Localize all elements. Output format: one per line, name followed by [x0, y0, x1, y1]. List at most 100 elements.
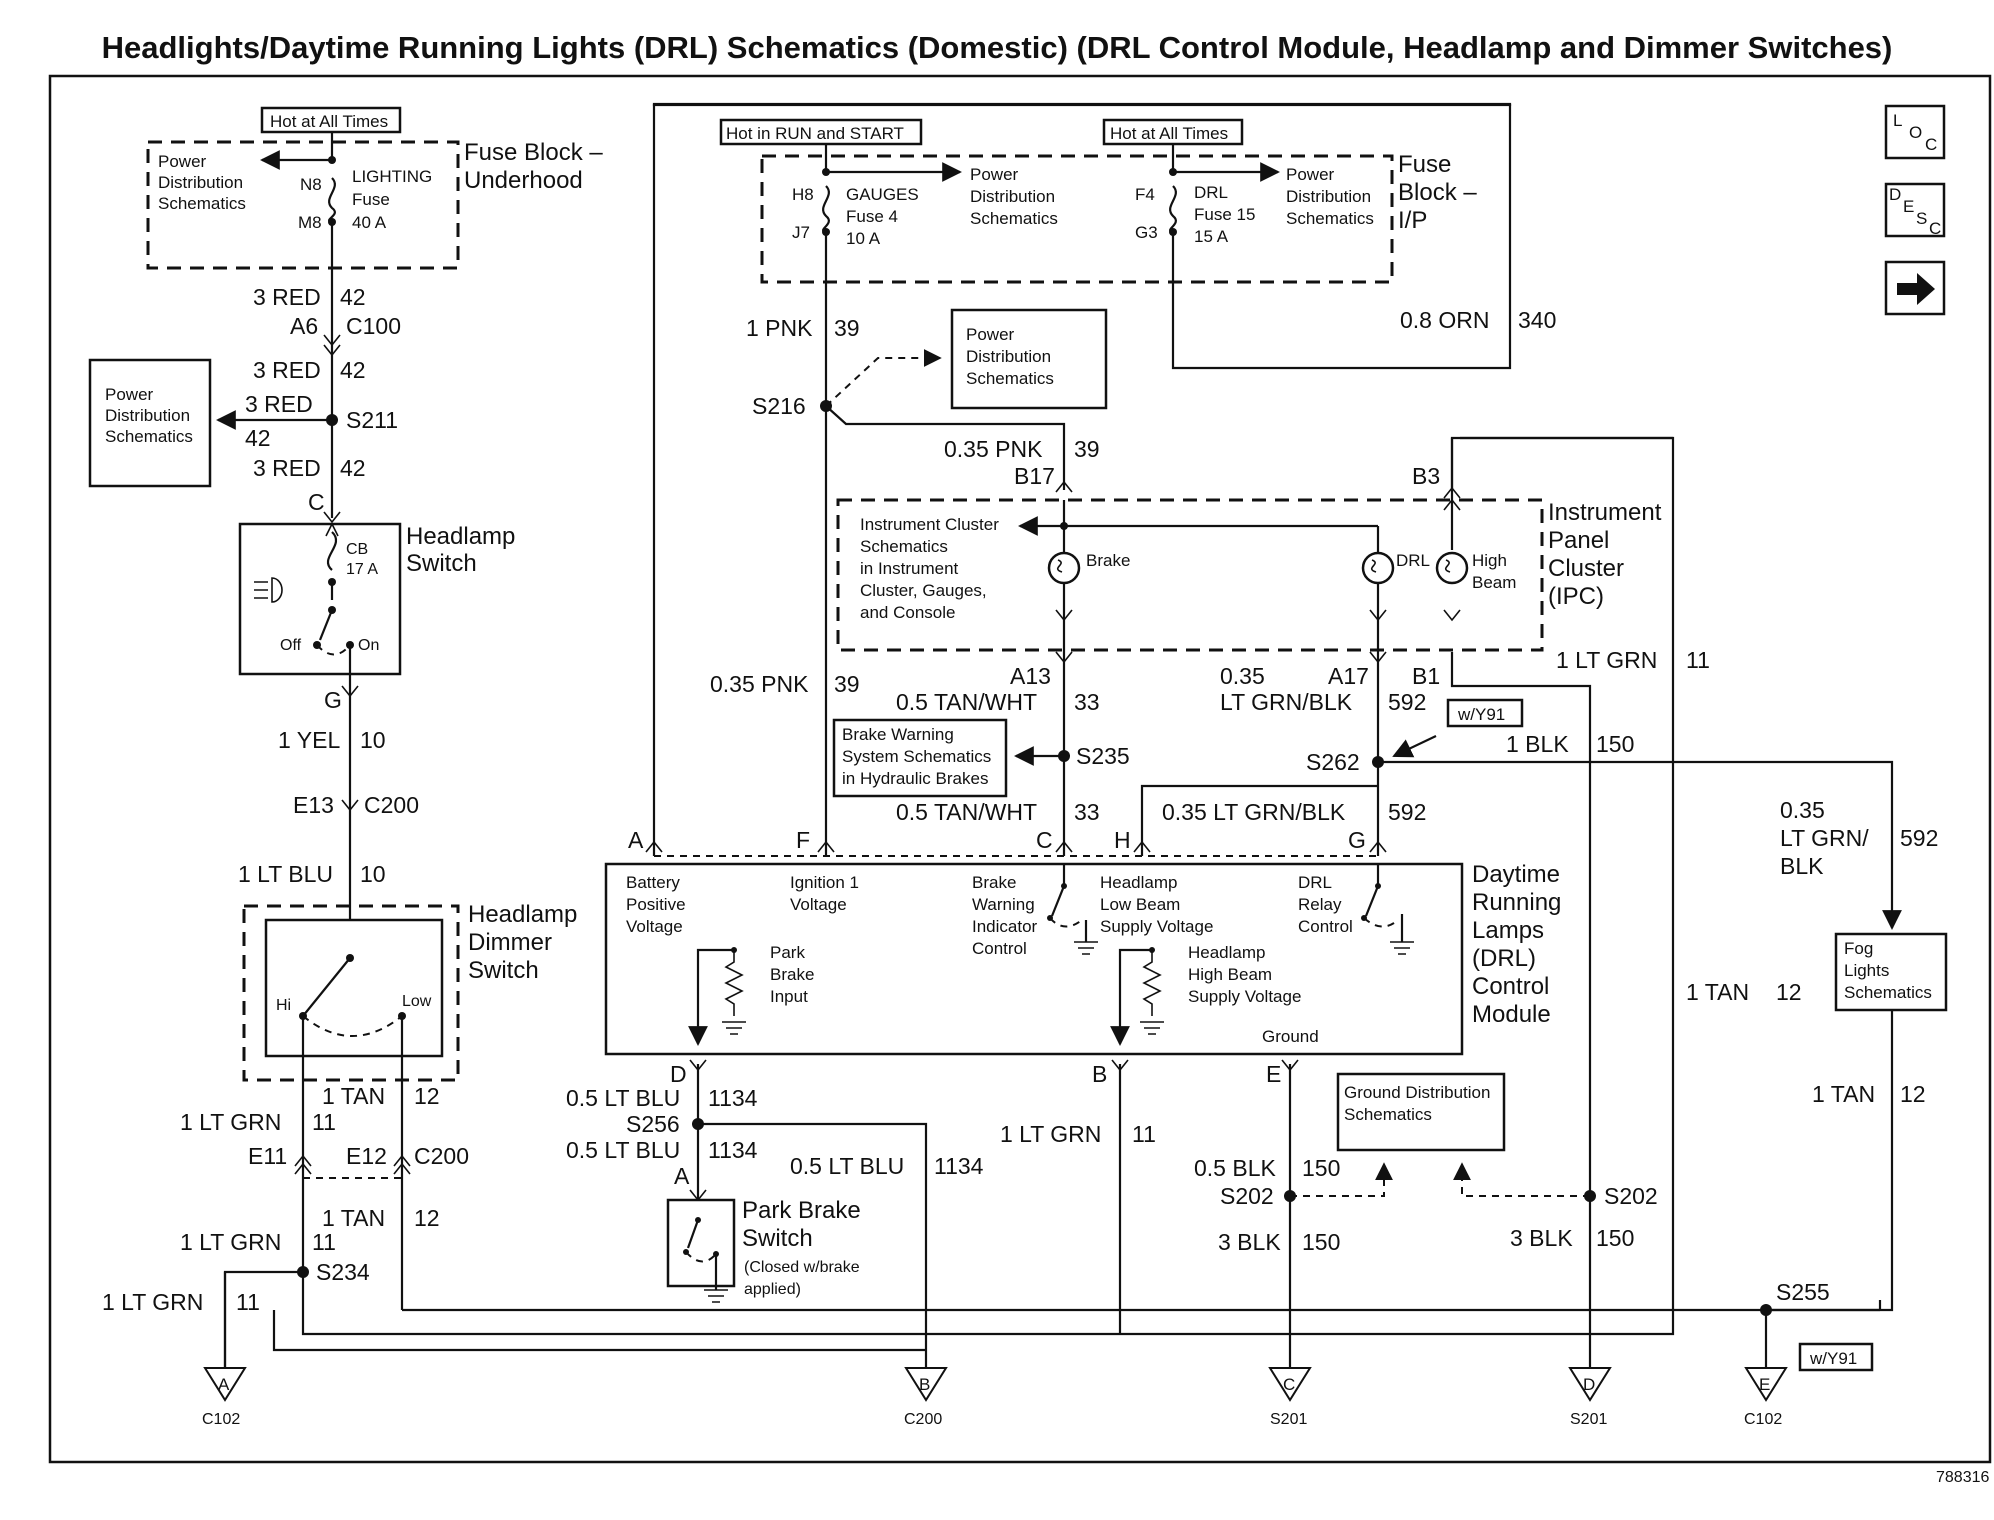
svg-text:Park: Park: [770, 943, 805, 962]
svg-text:592: 592: [1388, 799, 1426, 825]
svg-text:12: 12: [414, 1083, 440, 1109]
svg-text:Headlamp: Headlamp: [1188, 943, 1266, 962]
svg-text:Headlamp: Headlamp: [468, 901, 577, 928]
svg-text:Indicator: Indicator: [972, 917, 1038, 936]
svg-text:1 TAN: 1 TAN: [1686, 979, 1749, 1005]
svg-text:(Closed w/brake: (Closed w/brake: [744, 1259, 860, 1276]
svg-text:System Schematics: System Schematics: [842, 747, 991, 766]
svg-text:Beam: Beam: [1472, 573, 1516, 592]
svg-text:Schematics: Schematics: [158, 194, 246, 213]
loc-icon[interactable]: LOC: [1884, 104, 1946, 160]
svg-text:E: E: [1266, 1061, 1281, 1087]
svg-text:D: D: [1889, 185, 1901, 204]
svg-text:in Hydraulic Brakes: in Hydraulic Brakes: [842, 769, 988, 788]
svg-text:0.35: 0.35: [1780, 797, 1825, 823]
svg-text:11: 11: [1132, 1121, 1156, 1147]
svg-text:15 A: 15 A: [1194, 227, 1229, 246]
svg-text:Ground: Ground: [1262, 1027, 1319, 1046]
svg-text:H: H: [1114, 827, 1131, 853]
svg-text:applied): applied): [744, 1281, 801, 1298]
svg-text:Control: Control: [972, 939, 1027, 958]
svg-text:0.5 TAN/WHT: 0.5 TAN/WHT: [896, 689, 1037, 715]
svg-text:Park Brake: Park Brake: [742, 1197, 861, 1224]
svg-text:Fog: Fog: [1844, 939, 1873, 958]
svg-text:High: High: [1472, 551, 1507, 570]
svg-text:0.35 LT GRN/BLK: 0.35 LT GRN/BLK: [1162, 799, 1346, 825]
svg-text:A: A: [674, 1163, 690, 1189]
ground-b: B C200: [904, 1367, 948, 1428]
svg-text:S216: S216: [752, 393, 806, 419]
svg-text:1 LT GRN: 1 LT GRN: [180, 1229, 281, 1255]
svg-text:Instrument: Instrument: [1548, 499, 1662, 526]
svg-text:A6: A6: [290, 313, 318, 339]
svg-text:L: L: [1893, 111, 1902, 130]
svg-text:Cluster: Cluster: [1548, 555, 1624, 582]
svg-text:592: 592: [1900, 825, 1938, 851]
svg-text:42: 42: [340, 284, 366, 310]
svg-text:1134: 1134: [934, 1153, 984, 1179]
svg-text:Lights: Lights: [1844, 961, 1889, 980]
svg-text:S211: S211: [346, 407, 398, 433]
svg-text:0.35 PNK: 0.35 PNK: [710, 671, 809, 697]
power-distribution-box-left: Power Distribution Schematics: [88, 358, 212, 488]
svg-text:1 LT GRN: 1 LT GRN: [102, 1289, 203, 1315]
svg-text:592: 592: [1388, 689, 1426, 715]
svg-text:Distribution: Distribution: [966, 347, 1051, 366]
svg-text:DRL: DRL: [1194, 183, 1228, 202]
svg-text:Schematics: Schematics: [970, 209, 1058, 228]
svg-text:12: 12: [1776, 979, 1802, 1005]
svg-text:CB: CB: [346, 541, 368, 558]
svg-text:Switch: Switch: [742, 1225, 813, 1252]
svg-text:0.35 PNK: 0.35 PNK: [944, 436, 1043, 462]
svg-text:0.5 LT BLU: 0.5 LT BLU: [566, 1085, 680, 1111]
svg-text:40 A: 40 A: [352, 213, 387, 232]
svg-text:F: F: [796, 827, 810, 853]
svg-text:Distribution: Distribution: [105, 406, 190, 425]
svg-text:E: E: [1903, 197, 1914, 216]
svg-text:I/P: I/P: [1398, 207, 1427, 234]
svg-text:Schematics: Schematics: [1844, 983, 1932, 1002]
svg-text:Hi: Hi: [276, 997, 291, 1014]
svg-text:Distribution: Distribution: [158, 173, 243, 192]
svg-text:B17: B17: [1014, 463, 1055, 489]
svg-text:39: 39: [834, 671, 860, 697]
brake-warning-schematics-box: Brake Warning System Schematics in Hydra…: [832, 718, 1008, 798]
svg-text:BLK: BLK: [1780, 853, 1824, 879]
svg-text:3 BLK: 3 BLK: [1510, 1225, 1573, 1251]
svg-text:0.8 ORN: 0.8 ORN: [1400, 307, 1489, 333]
svg-text:Fuse 15: Fuse 15: [1194, 205, 1255, 224]
svg-text:LT GRN/BLK: LT GRN/BLK: [1220, 689, 1353, 715]
svg-text:Distribution: Distribution: [970, 187, 1055, 206]
svg-text:1 LT BLU: 1 LT BLU: [238, 861, 333, 887]
svg-text:Schematics: Schematics: [1286, 209, 1374, 228]
svg-text:DRL: DRL: [1298, 873, 1332, 892]
svg-text:Fuse: Fuse: [352, 190, 390, 209]
ip-fuse-block: Hot in RUN and START Hot at All Times H8…: [652, 102, 1512, 856]
next-arrow-icon[interactable]: [1884, 260, 1946, 316]
svg-text:M8: M8: [298, 213, 322, 232]
svg-text:Input: Input: [770, 987, 808, 1006]
svg-text:Switch: Switch: [406, 550, 477, 577]
svg-text:B3: B3: [1412, 463, 1440, 489]
power-distribution-box-mid: Power Distribution Schematics: [950, 308, 1108, 410]
ground-c: C S201: [1268, 1367, 1312, 1428]
page-title: Headlights/Daytime Running Lights (DRL) …: [101, 30, 1893, 65]
svg-text:Ground Distribution: Ground Distribution: [1344, 1083, 1490, 1102]
svg-text:Low: Low: [402, 993, 432, 1010]
svg-text:E: E: [1759, 1375, 1770, 1394]
svg-text:A13: A13: [1010, 663, 1051, 689]
figure-id: 788316: [1936, 1469, 1989, 1486]
svg-text:S262: S262: [1306, 749, 1360, 775]
svg-text:C200: C200: [904, 1411, 942, 1428]
svg-text:1 TAN: 1 TAN: [1812, 1081, 1875, 1107]
svg-text:Relay: Relay: [1298, 895, 1342, 914]
svg-text:C100: C100: [346, 313, 401, 339]
svg-text:42: 42: [340, 455, 366, 481]
svg-text:Control: Control: [1472, 973, 1549, 1000]
svg-text:S201: S201: [1570, 1411, 1607, 1428]
svg-text:E13: E13: [293, 792, 334, 818]
svg-text:and Console: and Console: [860, 603, 955, 622]
svg-text:Low Beam: Low Beam: [1100, 895, 1180, 914]
ground-e: E C102: [1744, 1367, 1788, 1428]
